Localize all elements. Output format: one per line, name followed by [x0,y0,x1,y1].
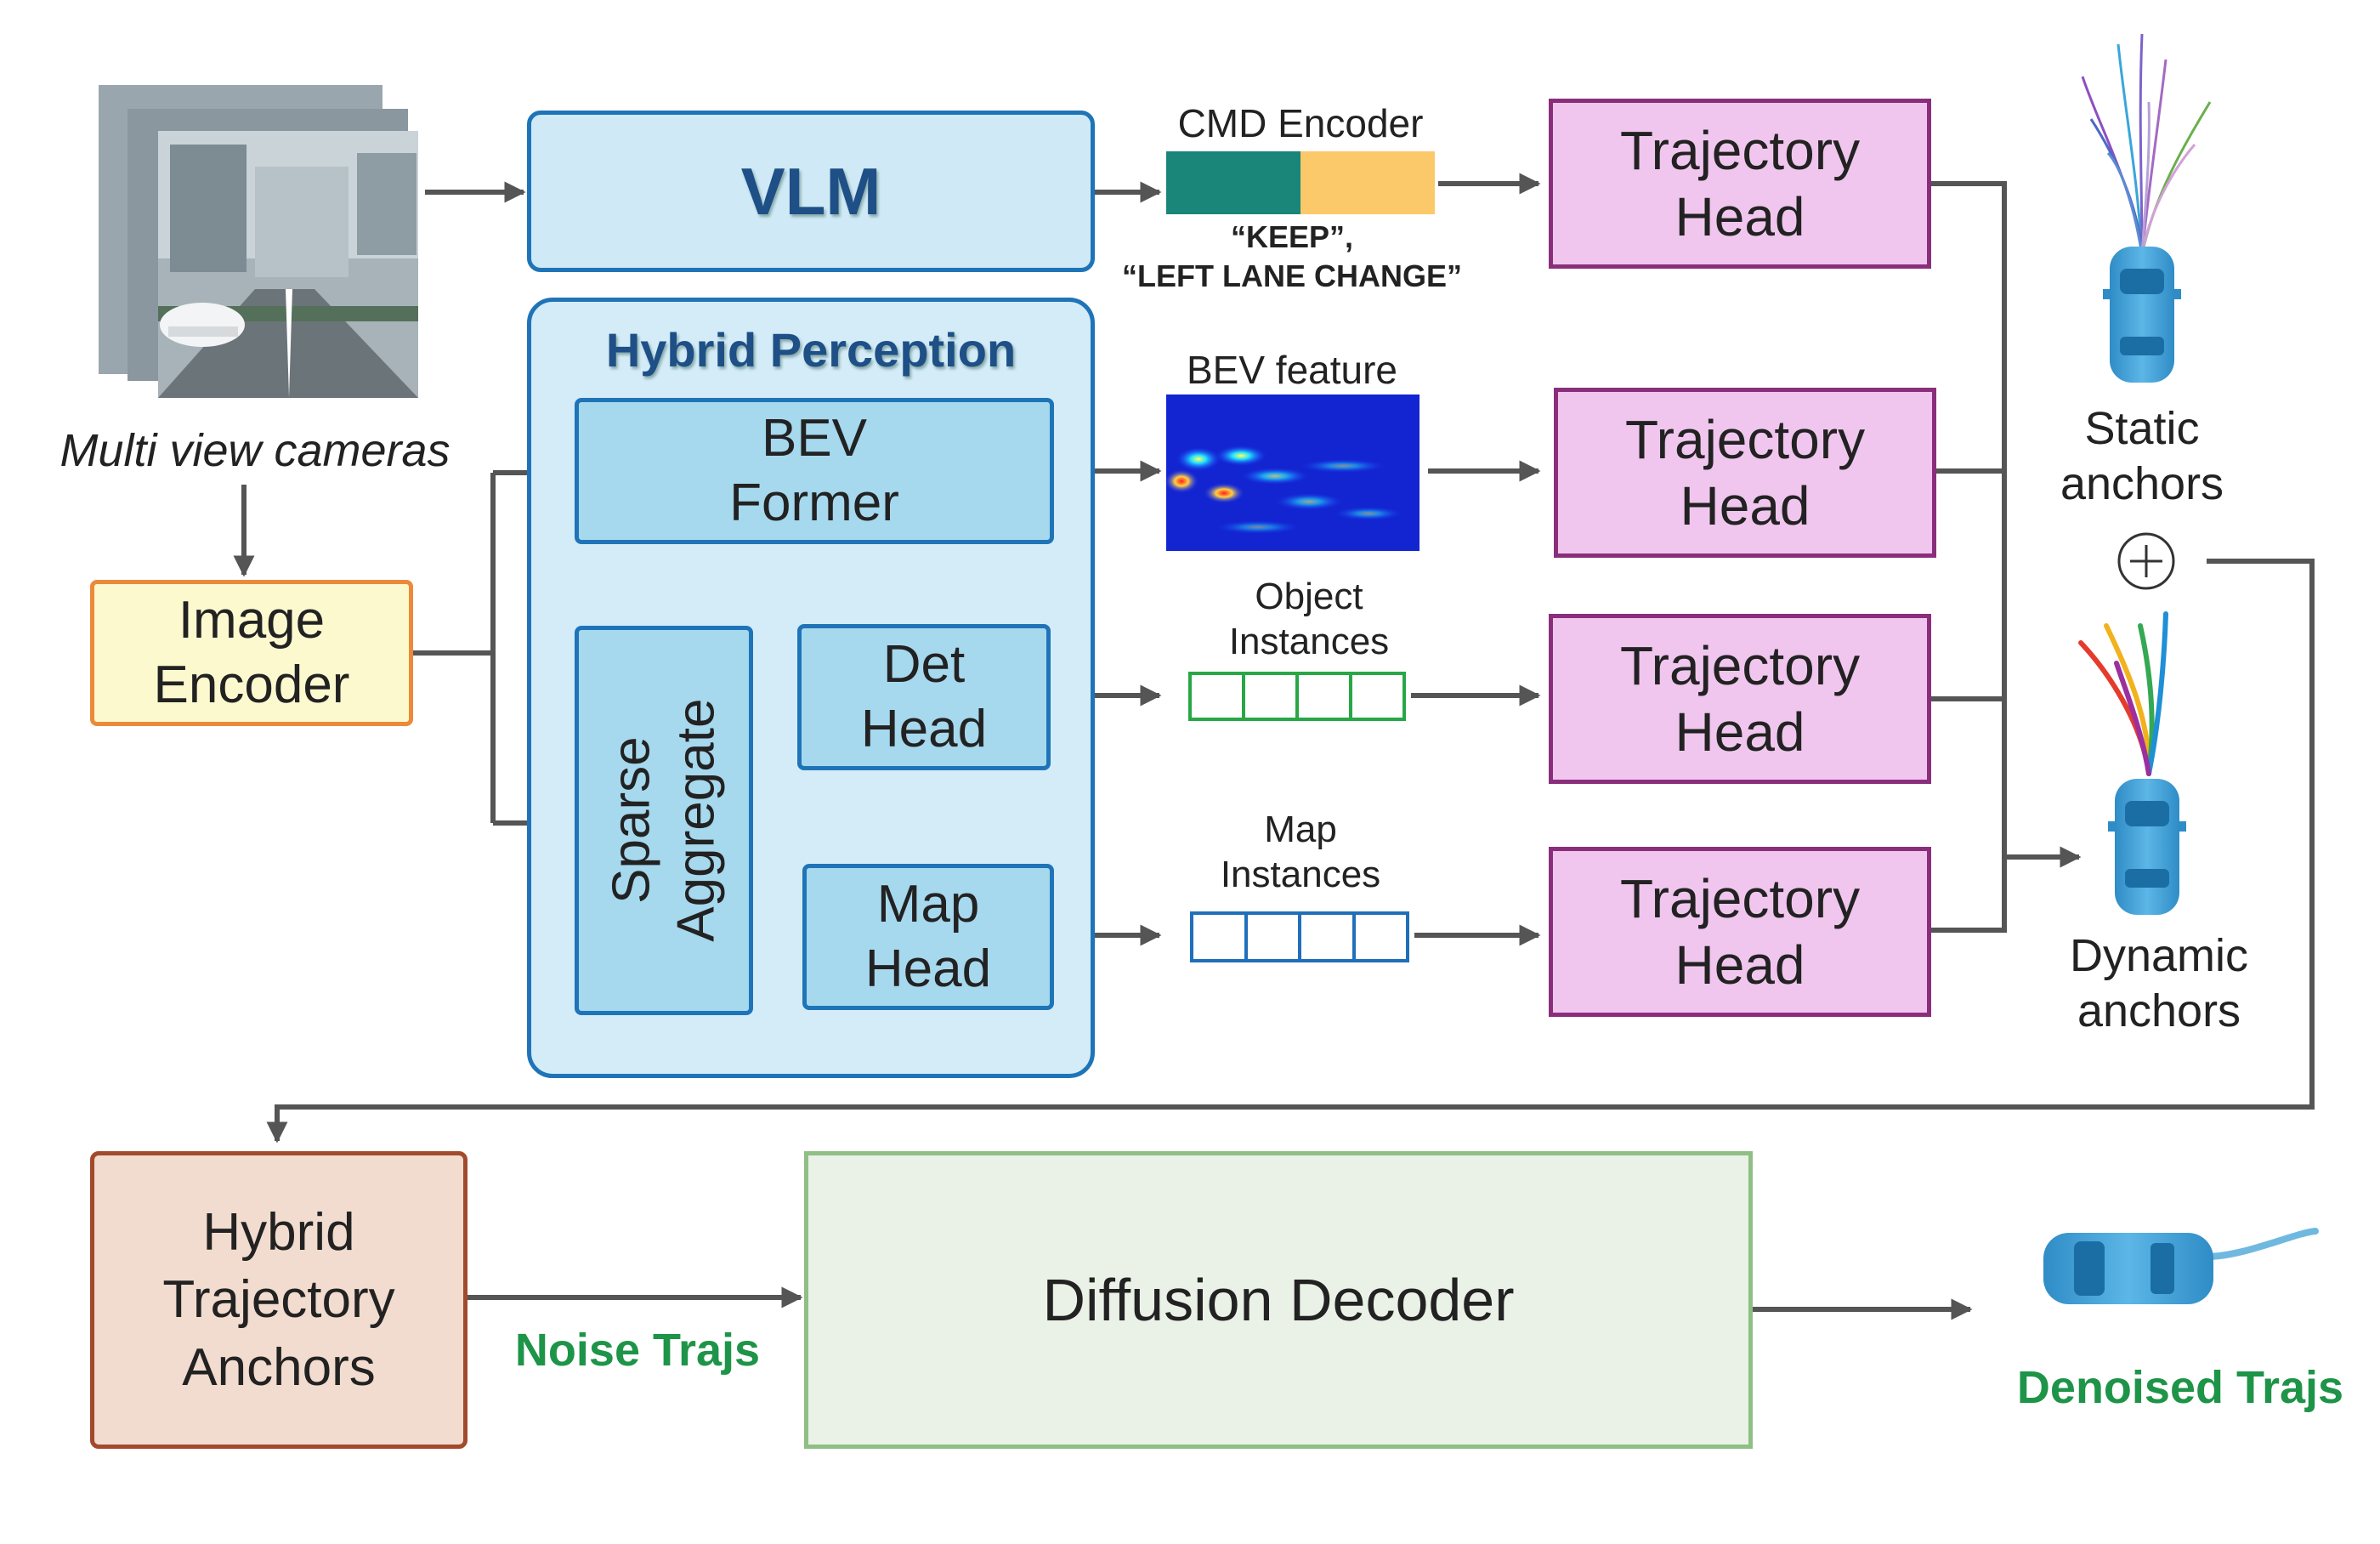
object-instances-title: Object Instances [1228,576,1390,662]
dynamic-anchors-label: Dynamic anchors [2069,930,2249,1036]
trajectory-head-2: Trajectory Head [1554,388,1936,558]
hybrid-anchors-label: Hybrid Trajectory Anchors [162,1202,395,1397]
cmd-teal-segment [1166,151,1300,214]
object-instances-cells [1188,672,1406,721]
trajectory-head-3: Trajectory Head [1549,614,1931,784]
map-cell [1356,915,1407,959]
object-cell [1192,675,1245,718]
denoised-trajs-label: Denoised Trajs [2016,1362,2344,1413]
plus-circle-icon [2117,532,2175,590]
trajectory-head-4: Trajectory Head [1549,847,1931,1017]
vlm-label: VLM [740,153,881,229]
cmd-encoder-title: CMD Encoder [1177,101,1424,145]
vlm-box: VLM [527,111,1095,272]
dynamic-anchor-car [2108,779,2186,915]
object-cell [1245,675,1299,718]
diffusion-decoder-box: Diffusion Decoder [804,1151,1753,1449]
hybrid-anchors-box: Hybrid Trajectory Anchors [90,1151,468,1449]
bev-heatmap [1164,395,1420,551]
denoised-car [2043,1228,2319,1304]
map-instances-cells [1190,911,1409,962]
diffusion-decoder-label: Diffusion Decoder [1042,1267,1515,1333]
sparse-aggregate-label: Sparse Aggregate [602,698,725,943]
cmd-commands: “KEEP”, “LEFT LANE CHANGE” [1122,219,1462,294]
map-head-label: Map Head [864,875,992,998]
bev-former-box: BEV Former [575,398,1054,544]
trajectory-head-label: Trajectory Head [1619,634,1861,763]
map-cell [1193,915,1248,959]
trajectory-head-1: Trajectory Head [1549,99,1931,269]
dynamic-anchor-trajectories [2078,611,2168,776]
map-cell [1248,915,1301,959]
det-head-box: Det Head [797,624,1051,770]
trajectory-head-label: Trajectory Head [1619,867,1861,996]
object-cell [1299,675,1352,718]
object-cell [1352,675,1402,718]
static-anchors-label: Static anchors [2060,403,2224,509]
det-head-label: Det Head [860,635,988,758]
bev-feature-title: BEV feature [1186,348,1398,392]
image-encoder-box: Image Encoder [90,580,413,726]
cmd-yellow-segment [1300,151,1435,214]
map-cell [1301,915,1356,959]
static-anchor-trajectories [2081,33,2212,256]
hybrid-perception-title: Hybrid Perception [605,323,1017,377]
static-anchor-car [2103,247,2181,383]
image-encoder-label: Image Encoder [153,591,350,714]
cameras-caption: Multi view cameras [60,425,450,476]
sparse-aggregate-box: Sparse Aggregate [575,626,753,1015]
bev-former-label: BEV Former [729,409,899,532]
trajectory-head-label: Trajectory Head [1624,408,1866,536]
map-head-box: Map Head [802,864,1054,1010]
cmd-encoder-bar [1166,151,1435,214]
noise-trajs-label: Noise Trajs [514,1325,761,1376]
camera-images [99,85,418,398]
trajectory-head-label: Trajectory Head [1619,119,1861,247]
map-instances-title: Map Instances [1220,809,1381,895]
